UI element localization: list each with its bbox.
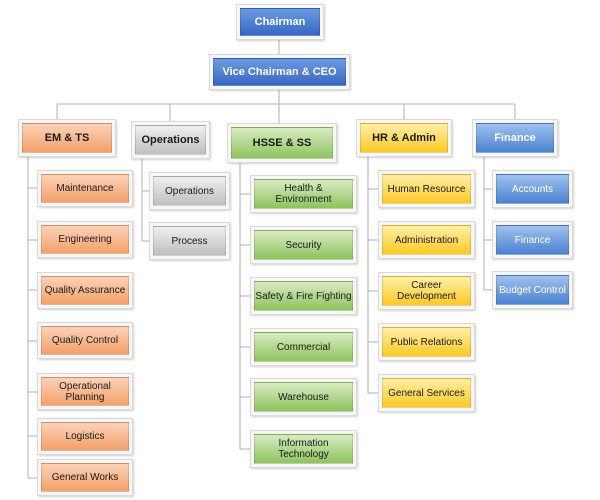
- unit-label: Quality Control: [41, 326, 129, 355]
- unit-general-works: General Works: [37, 459, 133, 496]
- unit-quality-control: Quality Control: [37, 322, 133, 359]
- unit-safety-fire-fighting: Safety & Fire Fighting: [250, 277, 357, 315]
- chairman-label: Chairman: [240, 8, 320, 36]
- unit-label: Commercial: [254, 332, 353, 362]
- dept-hsse-ss: HSSE & SS: [227, 123, 337, 163]
- unit-label: Administration: [382, 225, 471, 255]
- unit-maintenance: Maintenance: [37, 170, 133, 207]
- unit-label: Health & Environment: [254, 179, 353, 209]
- unit-health-environment: Health & Environment: [250, 175, 357, 213]
- unit-label: Quality Assurance: [41, 276, 129, 305]
- unit-label: Accounts: [496, 174, 569, 204]
- ceo-node: Vice Chairman & CEO: [209, 54, 350, 90]
- unit-label: Career Development: [382, 276, 471, 306]
- dept-hr-admin: HR & Admin: [356, 119, 452, 157]
- unit-logistics: Logistics: [37, 418, 133, 455]
- dept-hsse-ss-label: HSSE & SS: [231, 127, 333, 159]
- unit-label: Budget Control: [496, 275, 569, 305]
- unit-label: Logistics: [41, 422, 129, 451]
- unit-label: General Works: [41, 463, 129, 492]
- unit-label: Operational Planning: [41, 377, 129, 406]
- unit-label: Information Technology: [254, 434, 353, 464]
- unit-general-services: General Services: [378, 374, 475, 412]
- unit-label: Finance: [496, 225, 569, 255]
- unit-label: Maintenance: [41, 174, 129, 203]
- unit-accounts: Accounts: [492, 170, 573, 208]
- dept-em-ts: EM & TS: [18, 119, 116, 157]
- unit-commercial: Commercial: [250, 328, 357, 366]
- unit-label: Warehouse: [254, 382, 353, 412]
- unit-career-development: Career Development: [378, 272, 475, 310]
- unit-security: Security: [250, 226, 357, 264]
- unit-process: Process: [149, 222, 230, 260]
- unit-information-technology: Information Technology: [250, 430, 357, 468]
- dept-em-ts-label: EM & TS: [22, 123, 112, 153]
- unit-label: Human Resource: [382, 174, 471, 204]
- unit-label: General Services: [382, 378, 471, 408]
- unit-label: Security: [254, 230, 353, 260]
- dept-finance: Finance: [472, 119, 558, 157]
- unit-label: Process: [153, 226, 226, 256]
- unit-label: Engineering: [41, 225, 129, 254]
- dept-hr-admin-label: HR & Admin: [360, 123, 448, 153]
- unit-label: Public Relations: [382, 327, 471, 357]
- unit-label: Safety & Fire Fighting: [254, 281, 353, 311]
- unit-operations: Operations: [149, 172, 230, 210]
- dept-operations-label: Operations: [135, 125, 206, 155]
- unit-quality-assurance: Quality Assurance: [37, 272, 133, 309]
- unit-administration: Administration: [378, 221, 475, 259]
- chairman-node: Chairman: [236, 4, 324, 40]
- unit-warehouse: Warehouse: [250, 378, 357, 416]
- ceo-label: Vice Chairman & CEO: [213, 58, 346, 86]
- unit-budget-control: Budget Control: [492, 271, 573, 309]
- unit-label: Operations: [153, 176, 226, 206]
- unit-finance: Finance: [492, 221, 573, 259]
- unit-human-resource: Human Resource: [378, 170, 475, 208]
- unit-public-relations: Public Relations: [378, 323, 475, 361]
- unit-operational-planning: Operational Planning: [37, 373, 133, 410]
- dept-finance-label: Finance: [476, 123, 554, 153]
- unit-engineering: Engineering: [37, 221, 133, 258]
- dept-operations: Operations: [131, 121, 210, 159]
